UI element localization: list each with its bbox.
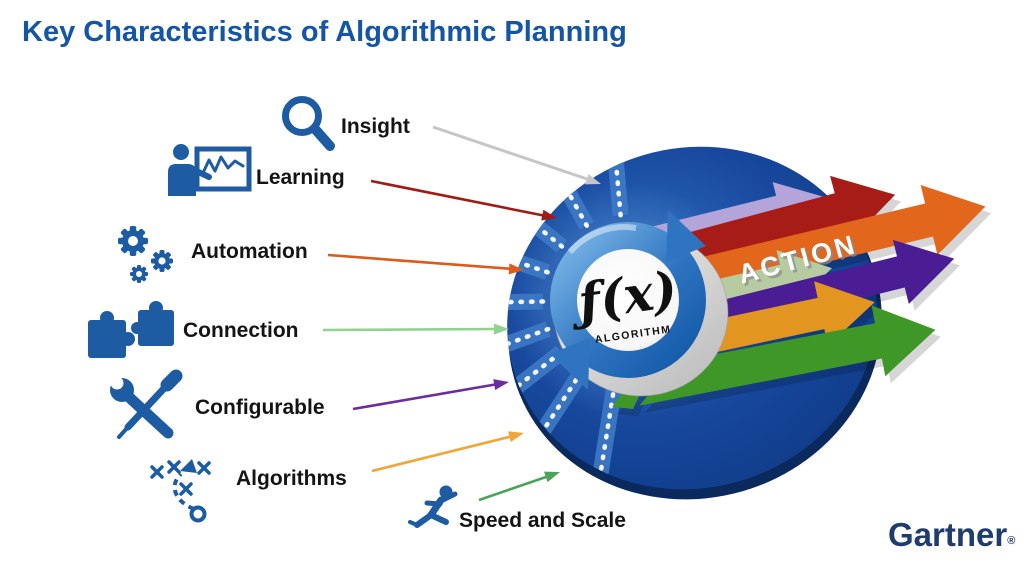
hub-ring: ƒ(x) ALGORITHM <box>550 210 729 397</box>
connectors <box>322 125 601 502</box>
label-configurable: Configurable <box>195 396 325 419</box>
label-speed-scale: Speed and Scale <box>459 509 626 532</box>
presenter-icon <box>168 144 252 196</box>
strategy-icon <box>150 459 211 523</box>
label-insight: Insight <box>341 115 410 138</box>
connector-algorithms <box>371 431 524 473</box>
connector-speed <box>478 471 560 502</box>
connector-automation <box>327 253 524 275</box>
connector-insight <box>432 125 601 185</box>
connector-connection <box>322 323 509 335</box>
connector-learning <box>370 179 557 221</box>
magnifier-icon <box>282 96 335 151</box>
tools-icon <box>104 366 183 439</box>
page-title: Key Characteristics of Algorithmic Plann… <box>22 16 627 48</box>
puzzle-icon <box>88 301 174 358</box>
runner-icon <box>408 485 458 528</box>
registered-mark: ® <box>1007 535 1015 547</box>
gears-icon <box>118 226 173 283</box>
ring-arrowhead-top <box>666 210 706 262</box>
gartner-logo: Gartner® <box>888 516 1015 553</box>
label-automation: Automation <box>191 240 308 263</box>
characteristic-labels: Insight Learning Automation Connection C… <box>183 115 626 532</box>
label-algorithms: Algorithms <box>236 467 347 490</box>
label-connection: Connection <box>183 319 299 342</box>
label-learning: Learning <box>256 166 345 189</box>
connector-configurable <box>352 379 509 411</box>
ring-arrowhead-bottom <box>550 338 590 390</box>
action-arrow-green <box>606 305 941 417</box>
